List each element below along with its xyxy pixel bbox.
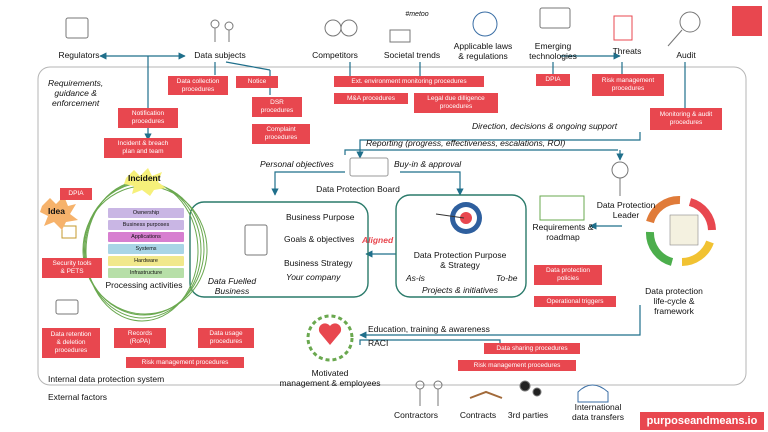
processing-layer: Systems [108, 244, 184, 254]
lifecycle-cycle-icon [646, 196, 716, 266]
brand-link[interactable]: purposeandmeans.io [640, 412, 764, 430]
processing-layer: Ownership [108, 208, 184, 218]
incident-burst [124, 168, 166, 196]
internal-system-boundary [37, 66, 747, 386]
incident-label: Incident [128, 173, 161, 183]
processing-layer: Applications [108, 232, 184, 242]
audit-label: Audit [676, 50, 696, 60]
risk-management-top-box: Risk management procedures [592, 74, 664, 96]
motivated-label: Motivated management & employees [279, 368, 381, 388]
your-company-label: Your company [286, 272, 341, 282]
contracts-label: Contracts [459, 410, 497, 420]
dp-policies-box: Data protection policies [534, 265, 602, 285]
operational-triggers-box: Operational triggers [534, 296, 616, 307]
dp-leader-label: Data Protection Leader [596, 200, 656, 220]
idea-burst [40, 196, 78, 230]
international-transfers-label: International data transfers [572, 402, 624, 422]
third-parties-label: 3rd parties [507, 410, 549, 420]
data-usage-box: Data usage procedures [198, 328, 254, 348]
risk-management-bottom-box: Risk management procedures [126, 357, 244, 368]
legal-dd-box: Legal due dilligence procedures [414, 93, 498, 113]
target-icon [435, 202, 482, 234]
processing-activities-label: Processing activities [105, 280, 183, 290]
dp-purpose-box [395, 194, 527, 298]
lifecycle-label: Data protection life-cycle & framework [645, 286, 703, 316]
security-tools-box: Security tools & PETS [42, 258, 102, 278]
notice-box: Notice [236, 76, 278, 88]
societal-trends-label: Societal trends [383, 50, 441, 60]
notification-procedures-box: Notification procedures [118, 108, 178, 128]
to-be-label: To-be [496, 273, 518, 283]
dpia-left-box: DPIA [60, 188, 92, 200]
brand-logo-icon [732, 6, 762, 36]
buy-in-label: Buy-in & approval [394, 159, 462, 169]
data-subjects-label: Data subjects [194, 50, 246, 60]
dp-board-label: Data Protection Board [316, 184, 400, 194]
complaint-procedures-box: Complaint procedures [252, 124, 310, 144]
threats-label: Threats [612, 46, 642, 56]
idea-label: Idea [48, 206, 66, 216]
processing-layer: Business purposes [108, 220, 184, 230]
incident-breach-box: Incident & breach plan and team [104, 138, 182, 158]
dp-purpose-label: Data Protection Purpose & Strategy [413, 250, 507, 270]
metoo-tag: #metoo [405, 11, 429, 18]
aligned-label: Aligned [362, 235, 394, 245]
requirements-roadmap-label: Requirements & roadmap [532, 222, 594, 242]
data-sharing-box: Data sharing procedures [484, 343, 580, 354]
business-strategy-label: Business Strategy [284, 258, 353, 268]
data-fuelled-business-label: Data Fuelled Business [207, 276, 257, 296]
reporting-label: Reporting (progress, effectiveness, esca… [366, 138, 566, 148]
emerging-technologies-label: Emerging technologies [529, 41, 577, 61]
ma-procedures-box: M&A procedures [334, 93, 408, 104]
regulators-label: Regulators [58, 50, 100, 60]
competitors-label: Competitors [312, 50, 358, 60]
data-collection-procedures-box: Data collection procedures [168, 76, 228, 95]
business-purpose-label: Business Purpose [286, 212, 355, 222]
processing-layer: Hardware [108, 256, 184, 266]
records-ropa-box: Records (RoPA) [114, 328, 166, 348]
data-retention-box: Data retention & deletion procedures [42, 328, 100, 358]
monitoring-audit-box: Monitoring & audit procedures [650, 108, 722, 130]
applicable-laws-label: Applicable laws & regulations [453, 41, 513, 61]
as-is-label: As-is [406, 273, 425, 283]
risk-management-lower-box: Risk management procedures [458, 360, 576, 371]
external-factors-label: External factors [48, 392, 108, 402]
motivated-people-icon [306, 314, 354, 362]
raci-label: RACI [368, 338, 389, 348]
projects-label: Projects & initiatives [421, 285, 499, 295]
contractors-label: Contractors [394, 410, 438, 420]
goals-objectives-label: Goals & objectives [284, 234, 355, 244]
processing-layer: Infrastructure [108, 268, 184, 278]
ext-env-monitoring-box: Ext. environment monitoring procedures [334, 76, 484, 87]
dpia-top-box: DPIA [536, 74, 570, 86]
direction-label: Direction, decisions & ongoing support [472, 121, 618, 131]
personal-objectives-label: Personal objectives [260, 159, 334, 169]
business-box [189, 201, 369, 298]
education-label: Education, training & awareness [368, 324, 490, 334]
internal-system-label: Internal data protection system [48, 374, 165, 384]
dsr-procedures-box: DSR procedures [252, 97, 302, 117]
requirements-label: Requirements, guidance & enforcement [48, 78, 104, 108]
stakeholder-icons [55, 7, 701, 406]
